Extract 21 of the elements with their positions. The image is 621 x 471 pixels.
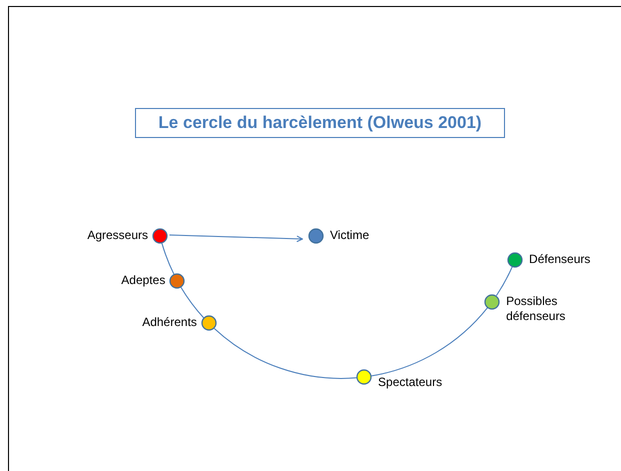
circle-marker: [308, 228, 324, 244]
arrow: [169, 234, 304, 242]
node-label: Possibles défenseurs: [506, 294, 566, 324]
connector-line: [180, 286, 204, 318]
circle-marker: [152, 228, 168, 244]
node-label: Spectateurs: [378, 375, 442, 390]
node-label: Agresseurs: [87, 228, 148, 243]
connector-line: [371, 307, 488, 376]
node-label: Adhérents: [142, 315, 197, 330]
circle-marker: [356, 369, 372, 385]
title: Le cercle du harcèlement (Olweus 2001): [135, 108, 505, 138]
node-label: Victime: [330, 228, 370, 243]
connector-line: [161, 242, 174, 275]
circle-marker: [200, 315, 217, 332]
node-label: Adeptes: [121, 272, 166, 288]
circle-marker: [507, 252, 524, 268]
circle-marker: [169, 272, 186, 289]
node-label: Défenseurs: [529, 252, 590, 267]
connector-line: [214, 328, 358, 379]
connector-line: [496, 266, 513, 296]
circle-marker: [484, 294, 500, 310]
